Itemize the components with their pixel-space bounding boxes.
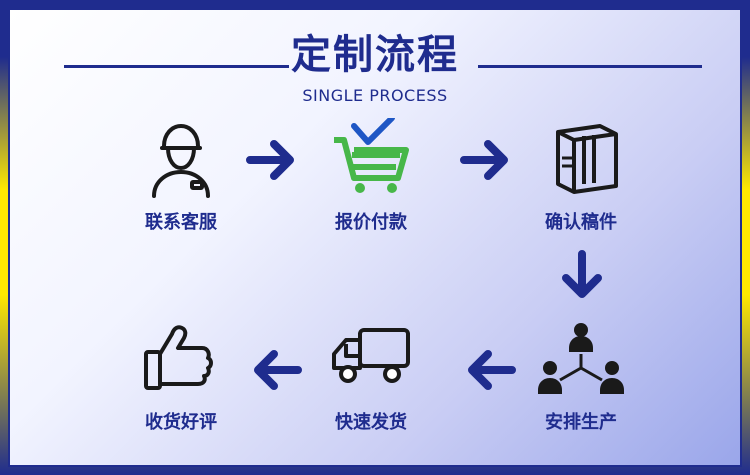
shopping-cart-icon [334, 118, 409, 193]
content-panel: 定制流程 SINGLE PROCESS 联系客服 [8, 8, 742, 467]
step-confirm-draft: 确认稿件 [496, 118, 666, 234]
arrow-left-icon [468, 350, 516, 390]
step-quote-payment: 报价付款 [286, 118, 456, 234]
step-label: 联系客服 [145, 212, 217, 233]
step-arrange-production: 安排生产 [496, 318, 666, 434]
title-divider-right [478, 65, 702, 68]
step-label: 安排生产 [545, 412, 617, 433]
arrow-right-icon [460, 140, 508, 180]
page-title: 定制流程 [291, 32, 459, 78]
arrow-right-icon [246, 140, 294, 180]
step-label: 收货好评 [145, 412, 217, 433]
arrow-left-icon [254, 350, 302, 390]
step-label: 报价付款 [335, 212, 407, 233]
customer-service-icon [152, 124, 210, 198]
step-receive-review: 收货好评 [96, 318, 266, 434]
title-divider-left [64, 65, 289, 68]
step-label: 快速发货 [335, 412, 407, 433]
title-section: 定制流程 SINGLE PROCESS [10, 28, 740, 105]
step-contact-service: 联系客服 [96, 118, 266, 234]
step-label: 确认稿件 [545, 212, 617, 233]
production-team-icon [538, 323, 624, 394]
document-box-icon [556, 124, 618, 194]
delivery-truck-icon [332, 328, 410, 383]
thumbs-up-icon [144, 325, 213, 390]
step-fast-delivery: 快速发货 [286, 318, 456, 434]
arrow-down-icon [562, 250, 602, 298]
page-subtitle: SINGLE PROCESS [302, 86, 448, 105]
